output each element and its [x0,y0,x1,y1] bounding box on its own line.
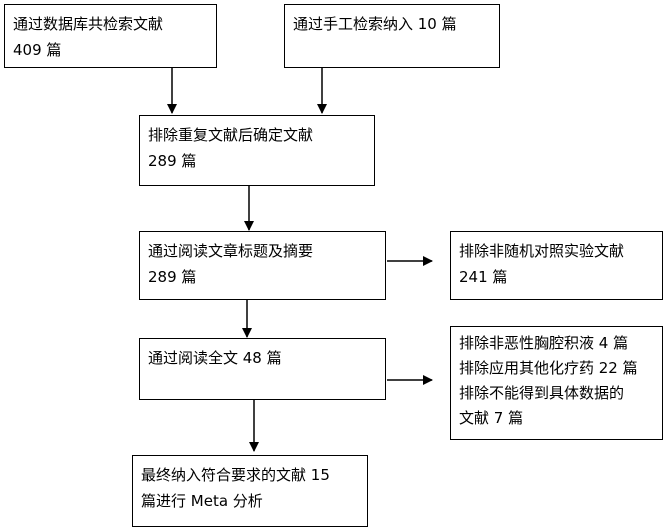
box-line: 文献 7 篇 [459,409,524,427]
box-line: 最终纳入符合要求的文献 15 [141,466,330,484]
box-manual-search: 通过手工检索纳入 10 篇 [284,4,500,68]
box-line: 排除不能得到具体数据的 [459,384,625,402]
box-deduplication: 排除重复文献后确定文献 289 篇 [139,115,375,186]
box-line: 289 篇 [148,152,197,170]
box-exclude-nonrandomized: 排除非随机对照实验文献 241 篇 [450,231,663,300]
box-fulltext-screen: 通过阅读全文 48 篇 [139,338,386,400]
box-line: 通过手工检索纳入 10 篇 [293,15,457,33]
box-line: 409 篇 [13,41,62,59]
box-final-inclusion: 最终纳入符合要求的文献 15 篇进行 Meta 分析 [132,455,368,527]
box-line: 通过阅读文章标题及摘要 [148,242,314,260]
box-line: 篇进行 Meta 分析 [141,492,263,510]
box-line: 通过数据库共检索文献 [13,15,164,33]
box-line: 排除非恶性胸腔积液 4 篇 [459,334,629,352]
box-exclusion-reasons: 排除非恶性胸腔积液 4 篇 排除应用其他化疗药 22 篇 排除不能得到具体数据的… [450,326,663,440]
box-line: 241 篇 [459,268,508,286]
box-line: 排除重复文献后确定文献 [148,126,314,144]
box-line: 排除非随机对照实验文献 [459,242,625,260]
box-line: 通过阅读全文 48 篇 [148,349,282,367]
box-line: 289 篇 [148,268,197,286]
box-title-abstract-screen: 通过阅读文章标题及摘要 289 篇 [139,231,386,300]
box-database-search: 通过数据库共检索文献 409 篇 [4,4,217,68]
box-line: 排除应用其他化疗药 22 篇 [459,359,638,377]
